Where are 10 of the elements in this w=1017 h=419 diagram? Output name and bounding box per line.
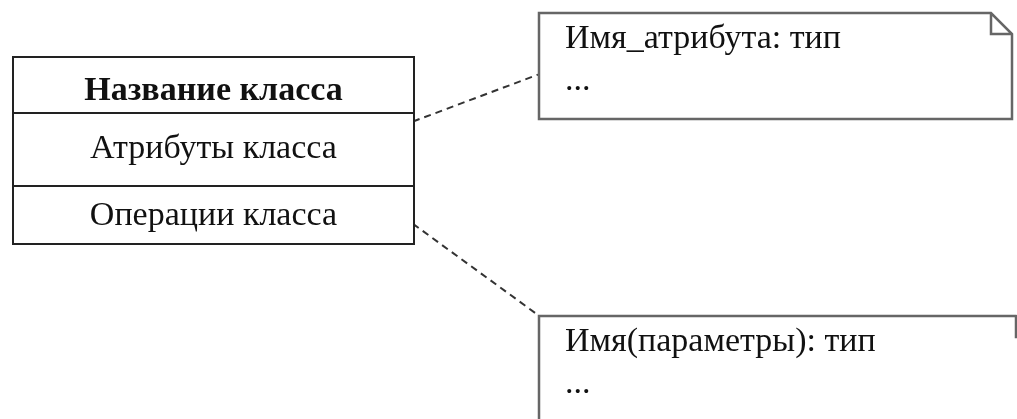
operations-text: Операции класса (88, 197, 339, 231)
attributes-text: Атрибуты класса (89, 130, 338, 164)
ellipsis-text: ... (565, 365, 591, 399)
class-box (12, 56, 415, 245)
note-box (538, 315, 1017, 419)
class-name: Название класса (83, 72, 344, 106)
ellipsis-text: ... (565, 62, 591, 96)
note-text: Имя(параметры): тип (565, 323, 876, 357)
note-text: Имя_атрибута: тип (565, 20, 841, 54)
note-box (538, 12, 1013, 120)
